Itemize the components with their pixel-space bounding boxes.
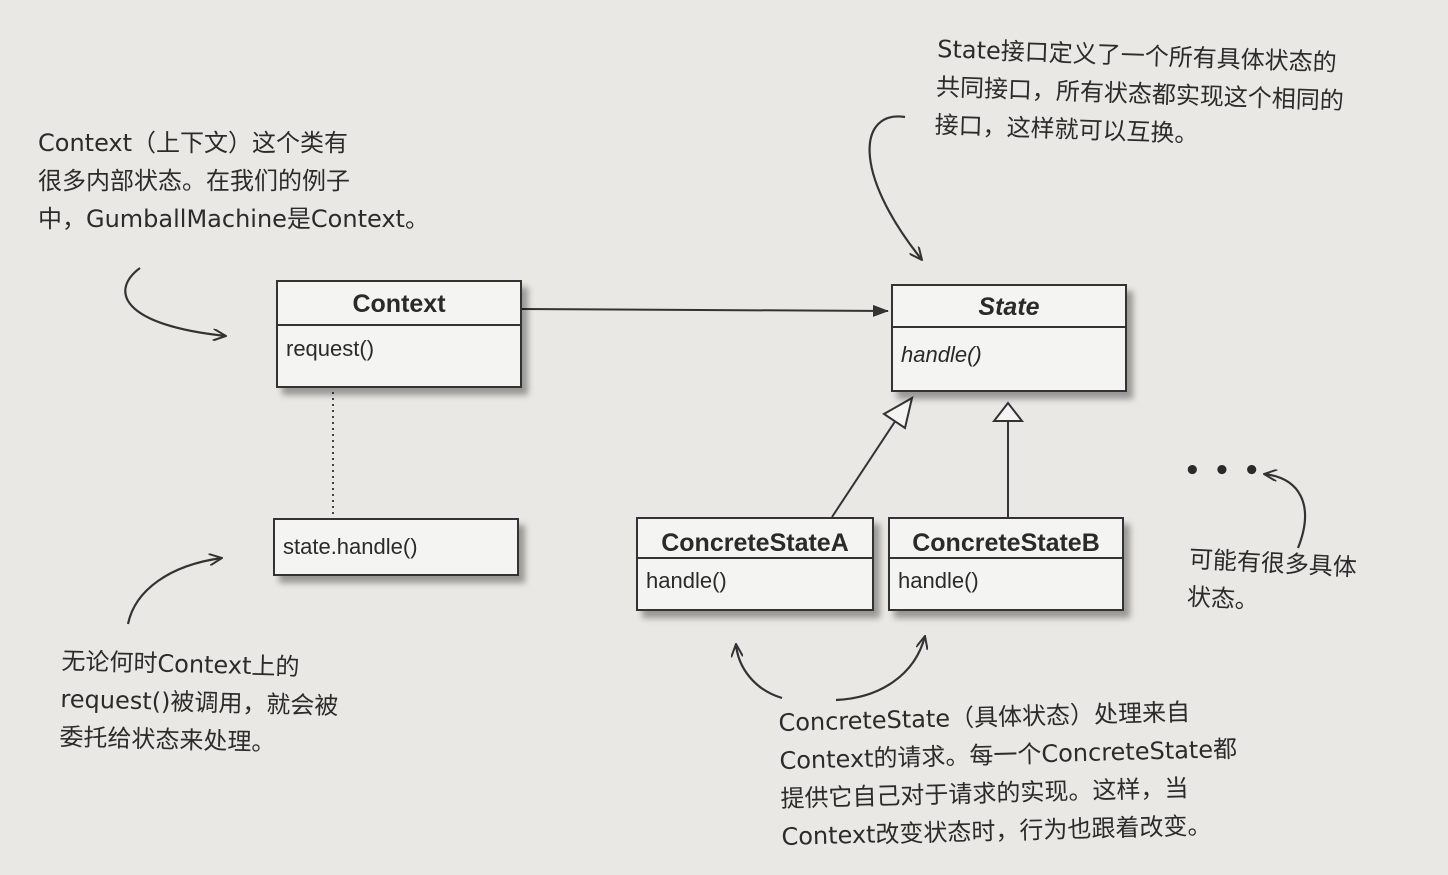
context-note-arrow <box>124 267 226 336</box>
more-states-annotation: 可能有很多具体 状态。 <box>1186 540 1358 625</box>
state-handle-method: handle() <box>901 342 982 367</box>
state-interface-name: State <box>893 286 1125 328</box>
concrete-note-arrow-left <box>736 644 783 700</box>
state-interface: State handle() <box>891 284 1127 392</box>
context-request-method: request() <box>286 336 375 361</box>
context-annotation: Context（上下文）这个类有 很多内部状态。在我们的例子 中，Gumball… <box>38 124 429 238</box>
context-annotation-line: 中，GumballMachine是Context。 <box>38 205 429 233</box>
concrete-annotation: ConcreteState（具体状态）处理来自 Context的请求。每一个Co… <box>778 692 1240 856</box>
concrete-state-a-class: ConcreteStateA handle() <box>636 517 874 611</box>
inheritance-triangle-b <box>991 401 1025 422</box>
context-class-name: Context <box>278 282 520 326</box>
concrete-note-arrow-right <box>835 636 925 702</box>
association-arrow <box>521 304 889 317</box>
concrete-state-a-name: ConcreteStateA <box>638 519 872 559</box>
concrete-state-a-handle: handle() <box>646 568 727 593</box>
request-annotation: 无论何时Context上的 request()被调用，就会被 委托给状态来处理。 <box>59 642 340 763</box>
context-class: Context request() <box>276 280 522 388</box>
concrete-state-b-class: ConcreteStateB handle() <box>888 517 1124 611</box>
concrete-state-b-handle: handle() <box>898 568 979 593</box>
more-states-ellipsis: • • • <box>1184 456 1262 486</box>
context-annotation-line: Context（上下文）这个类有 <box>38 129 349 157</box>
inheritance-line-a <box>831 419 897 518</box>
inheritance-triangle-a <box>882 395 914 430</box>
more-states-arrow <box>1264 474 1307 549</box>
request-note-arrow <box>126 558 222 625</box>
state-note-arrow <box>868 115 922 260</box>
delegation-note-box: state.handle() <box>273 518 519 576</box>
delegation-code: state.handle() <box>283 534 418 559</box>
state-annotation: State接口定义了一个所有具体状态的 共同接口，所有状态都实现这个相同的 接口… <box>934 30 1346 158</box>
request-annotation-line: 委托给状态来处理。 <box>59 722 276 757</box>
concrete-state-b-name: ConcreteStateB <box>890 519 1122 559</box>
context-annotation-line: 很多内部状态。在我们的例子 <box>38 167 350 195</box>
